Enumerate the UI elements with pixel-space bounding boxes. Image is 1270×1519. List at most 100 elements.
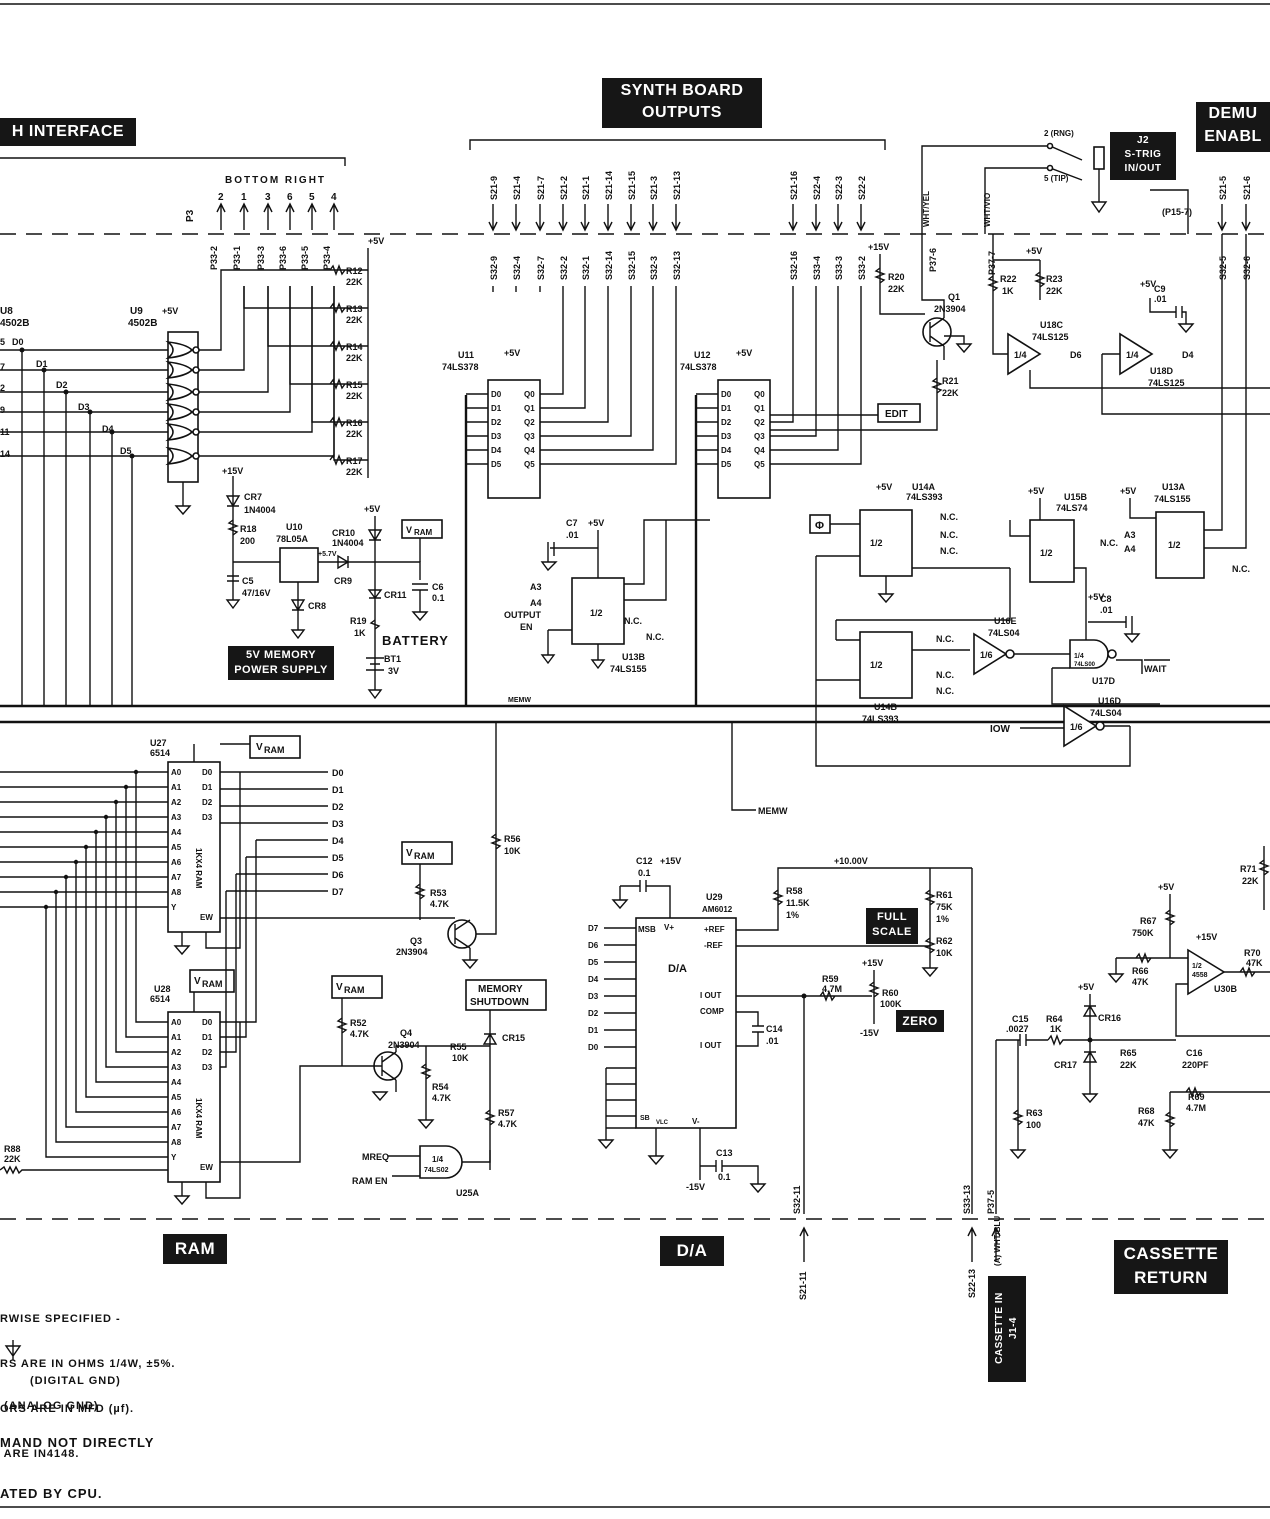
wire bbox=[173, 1022, 241, 1206]
svg-text:CR7: CR7 bbox=[244, 492, 262, 502]
svg-text:-15V: -15V bbox=[686, 1182, 705, 1192]
svg-text:R67: R67 bbox=[1140, 916, 1157, 926]
resistor-value: 22K bbox=[346, 353, 363, 363]
connector-label: P33-2 bbox=[209, 246, 219, 270]
connector-label: S32-15 bbox=[627, 251, 637, 280]
u13a-decoder: +5V U13A 74LS155 1/2 A3 A4 N.C. bbox=[1120, 234, 1250, 579]
edit-tag bbox=[877, 403, 921, 423]
synth-interface-title: H INTERFACE bbox=[0, 118, 136, 146]
latch-output-pin: Q0 bbox=[524, 390, 535, 399]
data-bus-label: D1 bbox=[332, 785, 344, 795]
svg-text:47/16V: 47/16V bbox=[242, 588, 271, 598]
resistor-label: R17 bbox=[346, 456, 363, 466]
connector-arrow bbox=[535, 204, 545, 232]
ram-address-pin: A5 bbox=[171, 1093, 182, 1102]
connector-label: S32-13 bbox=[672, 251, 682, 280]
svg-text:V: V bbox=[194, 976, 201, 987]
svg-text:74LS04: 74LS04 bbox=[1090, 708, 1122, 718]
address-bus-lines bbox=[0, 769, 150, 1158]
address-line bbox=[125, 787, 150, 1038]
ram-data-pin: D1 bbox=[202, 1033, 213, 1042]
zero-label: ZERO bbox=[896, 1010, 944, 1032]
svg-text:IOW: IOW bbox=[990, 724, 1011, 735]
svg-text:14: 14 bbox=[0, 449, 10, 459]
svg-text:S22-13: S22-13 bbox=[967, 1269, 977, 1298]
svg-text:R20: R20 bbox=[888, 272, 905, 282]
junction-dot bbox=[63, 874, 69, 880]
ram-address-pin: A8 bbox=[171, 888, 182, 897]
svg-text:D2: D2 bbox=[56, 380, 68, 390]
svg-text:U8: U8 bbox=[0, 306, 13, 317]
svg-text:1KX4 RAM: 1KX4 RAM bbox=[194, 1098, 203, 1139]
gate-bubble bbox=[192, 366, 200, 374]
notes-legend: RWISE SPECIFIED - RS ARE IN OHMS 1/4W, ±… bbox=[0, 1282, 176, 1477]
latch-output-pin: Q1 bbox=[754, 404, 765, 413]
latch-output-pin: Q3 bbox=[524, 432, 535, 441]
svg-text:CR8: CR8 bbox=[308, 601, 326, 611]
svg-text:0.1: 0.1 bbox=[638, 868, 651, 878]
connector-label: S21-16 bbox=[789, 171, 799, 200]
svg-text:RAM: RAM bbox=[344, 985, 365, 995]
svg-text:U16D: U16D bbox=[1098, 696, 1122, 706]
connector-arrow bbox=[833, 204, 843, 232]
svg-text:S21-11: S21-11 bbox=[798, 1271, 808, 1300]
junction-dot bbox=[133, 769, 139, 775]
gate-bubble bbox=[192, 428, 200, 436]
svg-text:1K: 1K bbox=[1050, 1024, 1062, 1034]
svg-text:1K: 1K bbox=[1002, 286, 1014, 296]
wire bbox=[770, 286, 862, 465]
svg-text:1/2: 1/2 bbox=[870, 538, 883, 548]
junction-dot bbox=[103, 814, 109, 820]
connector-label: S21-4 bbox=[512, 176, 522, 200]
address-line bbox=[55, 892, 150, 1143]
ram-section-title: RAM bbox=[163, 1234, 227, 1264]
analog-ground-note: (ANALOG GND) bbox=[0, 1400, 99, 1412]
svg-text:74LS74: 74LS74 bbox=[1056, 503, 1088, 513]
connector-label: S32-14 bbox=[604, 251, 614, 280]
svg-text:OUTPUT: OUTPUT bbox=[504, 610, 542, 620]
svg-text:C15: C15 bbox=[1012, 1014, 1029, 1024]
data-bus-line bbox=[220, 890, 328, 1068]
svg-text:RAM: RAM bbox=[264, 745, 285, 755]
connector-label: S32-9 bbox=[489, 256, 499, 280]
data-bus-label: D3 bbox=[332, 819, 344, 829]
svg-text:D0: D0 bbox=[12, 337, 24, 347]
svg-text:C6: C6 bbox=[432, 582, 444, 592]
connector-label: S21-15 bbox=[627, 171, 637, 200]
data-bus-label: D2 bbox=[332, 802, 344, 812]
svg-text:1/4: 1/4 bbox=[1126, 350, 1139, 360]
svg-text:U12: U12 bbox=[694, 350, 711, 360]
ram-address-pin: A4 bbox=[171, 1078, 182, 1087]
svg-text:CR11: CR11 bbox=[384, 590, 407, 600]
svg-text:VLC: VLC bbox=[656, 1120, 669, 1126]
svg-text:(A) WHT/BLU: (A) WHT/BLU bbox=[993, 1216, 1002, 1266]
svg-text:RAM: RAM bbox=[414, 528, 433, 537]
resistor-value: 22K bbox=[346, 467, 363, 477]
svg-text:+15V: +15V bbox=[862, 958, 883, 968]
svg-text:N.C.: N.C. bbox=[936, 686, 954, 696]
svg-text:0.1: 0.1 bbox=[718, 1172, 731, 1182]
connector-label: S32-2 bbox=[559, 256, 569, 280]
svg-text:N.C.: N.C. bbox=[940, 512, 958, 522]
svg-text:D/A: D/A bbox=[668, 963, 687, 975]
svg-text:R70: R70 bbox=[1244, 948, 1261, 958]
connector-label: S21-14 bbox=[604, 171, 614, 200]
svg-text:R61: R61 bbox=[936, 890, 953, 900]
svg-text:9: 9 bbox=[0, 405, 5, 415]
da-section-title: D/A bbox=[660, 1236, 724, 1266]
connector-label: S21-6 bbox=[1242, 176, 1252, 200]
ram-ew-pin: EW bbox=[200, 1163, 213, 1172]
connector-label: S21-13 bbox=[672, 171, 682, 200]
svg-text:R68: R68 bbox=[1138, 1106, 1155, 1116]
ram-data-pin: D3 bbox=[202, 1063, 213, 1072]
ram-address-pin: A2 bbox=[171, 1048, 182, 1057]
resistor-value: 22K bbox=[346, 391, 363, 401]
wire bbox=[540, 286, 632, 437]
da-input-pin: D2 bbox=[588, 1009, 599, 1018]
svg-text:R23: R23 bbox=[1046, 274, 1063, 284]
da-input-pin: D3 bbox=[588, 992, 599, 1001]
svg-text:0.1: 0.1 bbox=[432, 593, 445, 603]
